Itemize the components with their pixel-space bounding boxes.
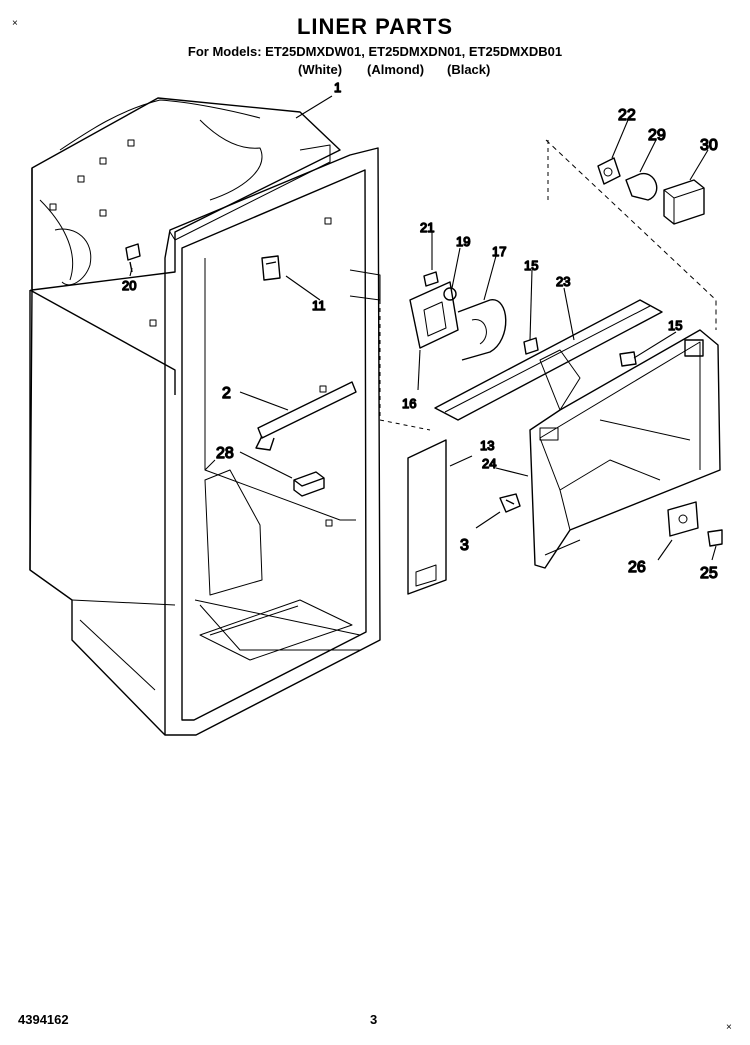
- part-20-screw: [125, 243, 141, 273]
- page-title: LINER PARTS: [296, 14, 454, 39]
- part-29-bulb: [625, 173, 658, 201]
- callout-17: 17: [492, 244, 506, 259]
- callout-29: 29: [648, 127, 666, 144]
- part-3-clip: [499, 493, 521, 513]
- document-number: 4394162: [18, 1012, 69, 1027]
- callout-19: 19: [456, 234, 470, 249]
- part-15-screw-b: [619, 351, 637, 367]
- callout-3: 3: [460, 537, 469, 554]
- part-21-screw: [423, 271, 439, 287]
- part-28-block: [293, 471, 325, 497]
- part-19-grommet: [443, 287, 457, 301]
- callout-23: 23: [556, 274, 570, 289]
- callout-11: 11: [312, 298, 326, 313]
- leader-lines: [129, 95, 717, 561]
- color-white: (White): [298, 62, 343, 77]
- part-11-clip: [261, 255, 281, 281]
- fan-motor-assembly: [409, 281, 507, 361]
- page-number: 3: [370, 1012, 378, 1027]
- callout-25: 25: [700, 565, 718, 582]
- part-30-shield: [663, 179, 705, 225]
- callout-22: 22: [618, 107, 636, 124]
- part-24-cover: [529, 139, 721, 569]
- callout-20: 20: [122, 278, 136, 293]
- color-black: (Black): [447, 62, 491, 77]
- part-25-screw: [707, 529, 723, 547]
- callout-15a: 15: [524, 258, 538, 273]
- callout-2: 2: [222, 385, 231, 402]
- color-almond: (Almond): [367, 62, 425, 77]
- part-13-panel: [407, 439, 447, 595]
- callout-24: 24: [482, 456, 496, 471]
- models-line: For Models: ET25DMXDW01, ET25DMXDN01, ET…: [187, 44, 563, 59]
- callout-13: 13: [480, 438, 494, 453]
- corner-mark-top-left: ×: [12, 18, 18, 29]
- callout-30: 30: [700, 137, 718, 154]
- corner-mark-bottom-right: ×: [726, 1022, 732, 1033]
- callout-28: 28: [216, 445, 234, 462]
- callout-1: 1: [334, 80, 341, 95]
- callout-26: 26: [628, 559, 646, 576]
- callout-21: 21: [420, 220, 434, 235]
- callout-16: 16: [402, 396, 416, 411]
- part-23-grille: [434, 299, 663, 421]
- part-15-screw-a: [523, 337, 539, 355]
- part-22-socket: [597, 157, 621, 185]
- part-26-plate: [667, 501, 699, 537]
- callout-15b: 15: [668, 318, 682, 333]
- liner-cabinet: [29, 97, 431, 736]
- part-2-bracket: [255, 381, 357, 451]
